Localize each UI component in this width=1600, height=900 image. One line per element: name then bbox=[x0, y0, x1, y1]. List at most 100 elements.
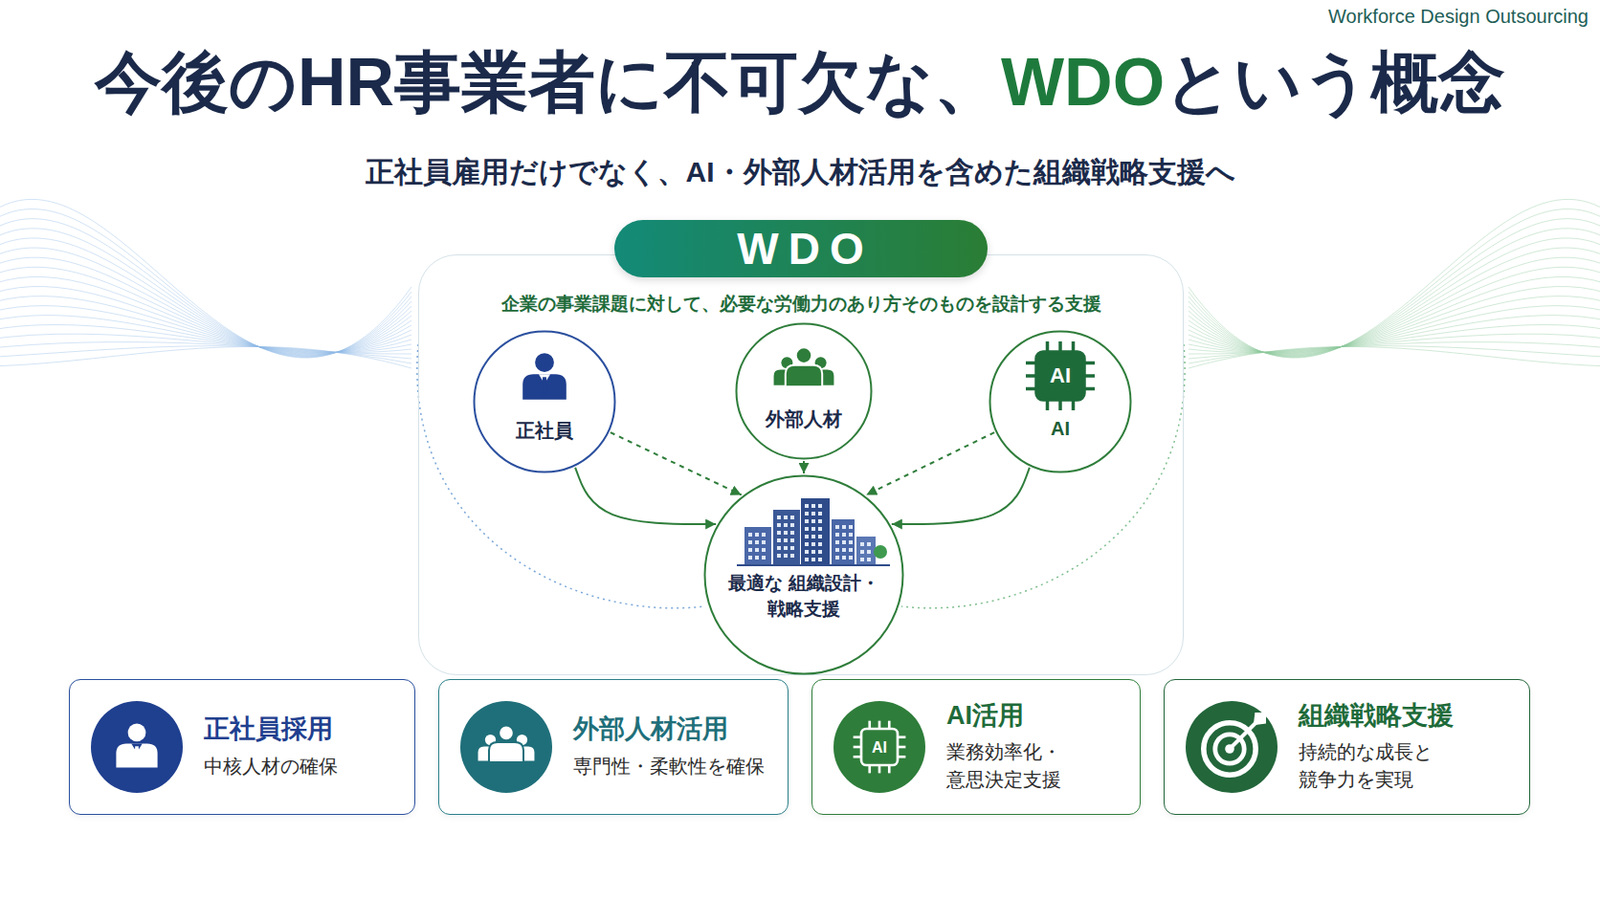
wave-line bbox=[0, 342, 412, 359]
corner-label: Workforce Design Outsourcing bbox=[1328, 5, 1589, 28]
building-window bbox=[777, 523, 781, 528]
building-window bbox=[842, 548, 846, 553]
building-window bbox=[761, 555, 766, 560]
connector-arrow bbox=[891, 467, 1030, 525]
circle-node: 外部人材 bbox=[734, 322, 873, 461]
building bbox=[856, 536, 876, 566]
tree bbox=[873, 545, 888, 559]
building-window bbox=[804, 534, 809, 539]
target-arrow bbox=[1229, 722, 1257, 750]
wave-line bbox=[0, 209, 412, 358]
wave-line bbox=[1188, 257, 1600, 356]
building-window bbox=[811, 519, 816, 524]
building-window bbox=[783, 531, 788, 535]
wave-line bbox=[1188, 266, 1600, 355]
building-window bbox=[777, 554, 781, 558]
building-window bbox=[804, 504, 809, 509]
label-wrap: AI bbox=[861, 730, 898, 767]
title-pill: WDO bbox=[614, 220, 988, 278]
building-window bbox=[755, 533, 759, 537]
building-window bbox=[848, 548, 853, 553]
icon bbox=[1203, 712, 1267, 776]
building-window bbox=[811, 504, 816, 509]
building-window bbox=[761, 533, 766, 537]
building-window bbox=[777, 515, 781, 520]
building-window bbox=[748, 548, 753, 553]
circle-outline bbox=[990, 332, 1132, 473]
node-label: 正社員 bbox=[472, 418, 617, 445]
icon bbox=[853, 720, 907, 774]
building-window bbox=[818, 550, 823, 555]
connector-arrow bbox=[575, 467, 716, 525]
person-head bbox=[128, 723, 147, 742]
building-window bbox=[818, 504, 823, 509]
building-window bbox=[790, 523, 795, 528]
circle-outline bbox=[474, 332, 616, 473]
title-highlight: WDO bbox=[1000, 44, 1165, 120]
building-window bbox=[848, 525, 853, 530]
wave-line bbox=[0, 219, 412, 357]
building-window bbox=[761, 548, 766, 553]
building-window bbox=[777, 538, 781, 543]
building-window bbox=[755, 540, 759, 545]
subtitle: 正社員雇用だけでなく、AI・外部人材活用を含めた組織戦略支援へ bbox=[0, 153, 1600, 193]
panel-description: 企業の事業課題に対して、必要な労働力のあり方そのものを設計する支援 bbox=[419, 291, 1183, 317]
card-body: 業務効率化・ 意思決定支援 bbox=[946, 738, 1133, 795]
target-ring bbox=[1203, 722, 1256, 775]
panel-node: WDO企業の事業課題に対して、必要な労働力のあり方そのものを設計する支援正社員外… bbox=[418, 254, 1184, 676]
building-window bbox=[811, 550, 816, 555]
card-heading: 組織戦略支援 bbox=[1298, 699, 1522, 734]
wave-line bbox=[1188, 238, 1600, 356]
wave-line bbox=[0, 199, 412, 358]
wave-line bbox=[1188, 199, 1600, 358]
building-window bbox=[748, 540, 753, 545]
card-icon bbox=[90, 701, 183, 794]
icon bbox=[522, 353, 567, 400]
person-tie bbox=[133, 746, 139, 764]
building bbox=[744, 527, 772, 566]
person-body bbox=[488, 742, 524, 763]
person-head bbox=[498, 725, 514, 741]
circle-outline bbox=[705, 476, 904, 675]
building-window bbox=[848, 555, 853, 560]
connector-arrow bbox=[802, 461, 805, 474]
connector-arrow bbox=[866, 432, 995, 495]
wave-line bbox=[1188, 276, 1600, 354]
node-label: 最適な 組織設計・戦略支援 bbox=[717, 570, 890, 623]
chip-label: AI bbox=[1036, 352, 1085, 400]
building-window bbox=[804, 527, 809, 532]
wave-line bbox=[0, 276, 412, 354]
building-window bbox=[866, 542, 871, 547]
card-heading: AI活用 bbox=[946, 699, 1133, 734]
building-window bbox=[811, 542, 816, 547]
icon-disc bbox=[833, 701, 926, 794]
circle-node: AIAI bbox=[988, 330, 1133, 474]
building-window bbox=[811, 557, 816, 562]
building-window bbox=[748, 533, 753, 537]
person-body bbox=[522, 374, 567, 400]
building-window bbox=[842, 540, 846, 545]
dotted-arc bbox=[901, 344, 1185, 609]
icon bbox=[478, 725, 535, 762]
card-node: 組織戦略支援持続的な成長と 競争力を実現 bbox=[1163, 679, 1531, 816]
card-body: 持続的な成長と 競争力を実現 bbox=[1298, 738, 1522, 795]
wave-line bbox=[1188, 346, 1600, 369]
building-window bbox=[835, 548, 840, 553]
building-window bbox=[811, 527, 816, 532]
building-window bbox=[804, 511, 809, 516]
building-window bbox=[842, 555, 846, 560]
arrow-fletch bbox=[1253, 712, 1267, 726]
person-head bbox=[534, 353, 555, 373]
building bbox=[800, 498, 830, 566]
building-window bbox=[835, 555, 840, 560]
wave-line bbox=[0, 266, 412, 355]
person-tie bbox=[541, 377, 547, 396]
building-window bbox=[818, 542, 823, 547]
building-window bbox=[818, 534, 823, 539]
building-window bbox=[804, 550, 809, 555]
building-window bbox=[860, 550, 865, 555]
building-window bbox=[783, 523, 788, 528]
card-node: AI活用業務効率化・ 意思決定支援 AI bbox=[811, 679, 1141, 816]
wave-line bbox=[1188, 209, 1600, 358]
building-window bbox=[783, 554, 788, 558]
